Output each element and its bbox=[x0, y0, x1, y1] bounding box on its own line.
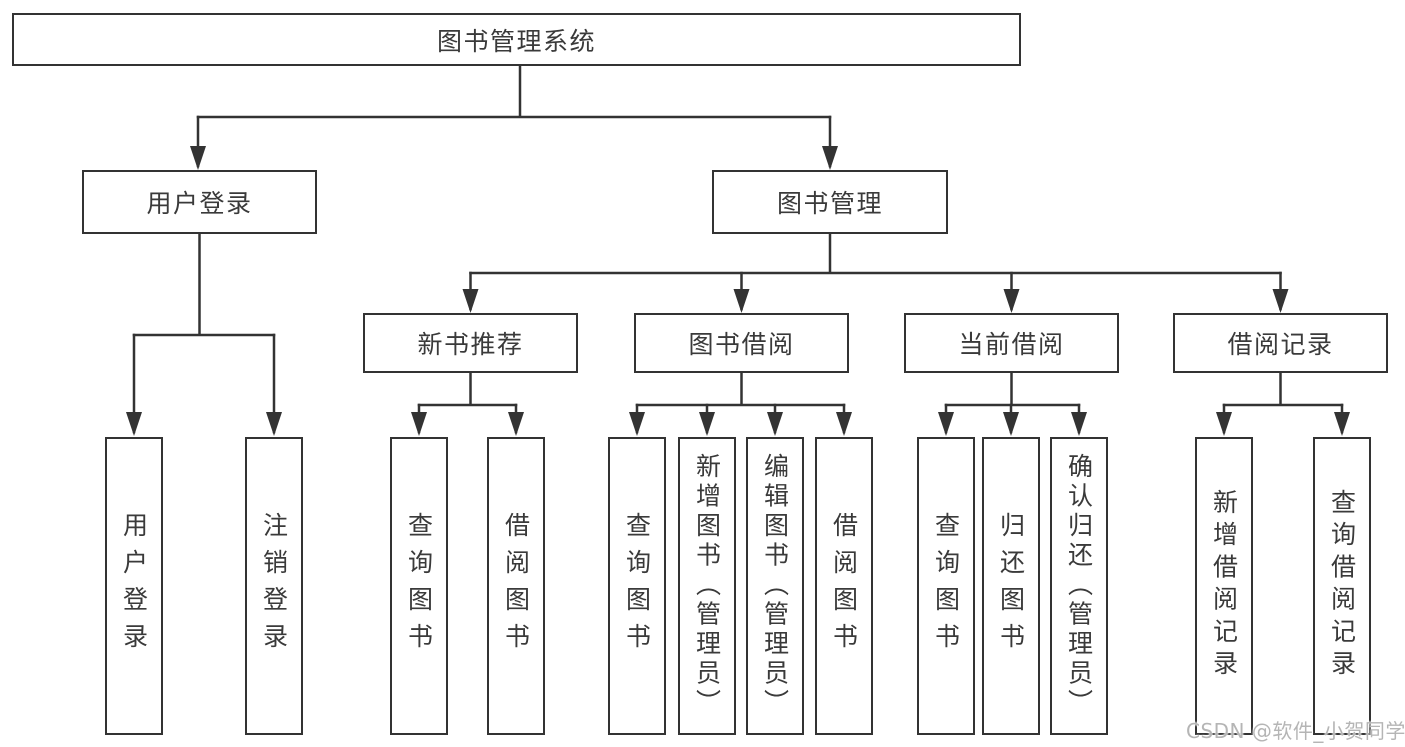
node-book-borrow: 图书借阅 bbox=[634, 313, 849, 373]
watermark: CSDN @软件_小贺同学 bbox=[1186, 719, 1405, 743]
leaf-bb-borrow-books-label: 借阅图书 bbox=[829, 512, 859, 660]
node-book-management: 图书管理 bbox=[712, 170, 948, 234]
node-book-borrow-label: 图书借阅 bbox=[688, 330, 795, 359]
node-current-borrow: 当前借阅 bbox=[904, 313, 1119, 373]
leaf-logout-login-label: 注销登录 bbox=[259, 512, 289, 660]
leaf-bb-query-books: 查询图书 bbox=[608, 437, 666, 735]
leaf-br-add-record-label: 新增借阅记录 bbox=[1209, 489, 1239, 683]
leaf-nbr-query-books: 查询图书 bbox=[390, 437, 448, 735]
leaf-bb-edit-books-admin: 编辑图书（管理员） bbox=[746, 437, 804, 735]
leaf-nbr-borrow-books: 借阅图书 bbox=[487, 437, 545, 735]
node-borrow-records: 借阅记录 bbox=[1173, 313, 1388, 373]
node-user-login-label: 用户登录 bbox=[146, 189, 253, 218]
leaf-cb-query-books: 查询图书 bbox=[917, 437, 975, 735]
leaf-bb-borrow-books: 借阅图书 bbox=[815, 437, 873, 735]
node-new-book-recommend-label: 新书推荐 bbox=[417, 330, 524, 359]
leaf-cb-query-books-label: 查询图书 bbox=[931, 512, 961, 660]
leaf-br-query-record: 查询借阅记录 bbox=[1313, 437, 1371, 735]
leaf-user-login: 用户登录 bbox=[105, 437, 163, 735]
leaf-bb-query-books-label: 查询图书 bbox=[622, 512, 652, 660]
node-root-label: 图书管理系统 bbox=[436, 26, 596, 56]
leaf-cb-return-books: 归还图书 bbox=[982, 437, 1040, 735]
leaf-cb-confirm-return-admin-label: 确认归还（管理员） bbox=[1064, 453, 1094, 719]
node-book-management-label: 图书管理 bbox=[776, 189, 883, 218]
node-borrow-records-label: 借阅记录 bbox=[1227, 330, 1334, 359]
leaf-bb-add-books-admin: 新增图书（管理员） bbox=[678, 437, 736, 735]
leaf-cb-return-books-label: 归还图书 bbox=[996, 512, 1026, 660]
leaf-cb-confirm-return-admin: 确认归还（管理员） bbox=[1050, 437, 1108, 735]
leaf-nbr-query-books-label: 查询图书 bbox=[404, 512, 434, 660]
node-root: 图书管理系统 bbox=[12, 13, 1021, 66]
leaf-nbr-borrow-books-label: 借阅图书 bbox=[501, 512, 531, 660]
node-new-book-recommend: 新书推荐 bbox=[363, 313, 578, 373]
node-user-login: 用户登录 bbox=[82, 170, 317, 234]
leaf-br-add-record: 新增借阅记录 bbox=[1195, 437, 1253, 735]
leaf-bb-add-books-admin-label: 新增图书（管理员） bbox=[692, 453, 722, 719]
leaf-br-query-record-label: 查询借阅记录 bbox=[1327, 489, 1357, 683]
leaf-logout-login: 注销登录 bbox=[245, 437, 303, 735]
leaf-user-login-label: 用户登录 bbox=[119, 512, 149, 660]
node-current-borrow-label: 当前借阅 bbox=[958, 330, 1065, 359]
leaf-bb-edit-books-admin-label: 编辑图书（管理员） bbox=[760, 453, 790, 719]
